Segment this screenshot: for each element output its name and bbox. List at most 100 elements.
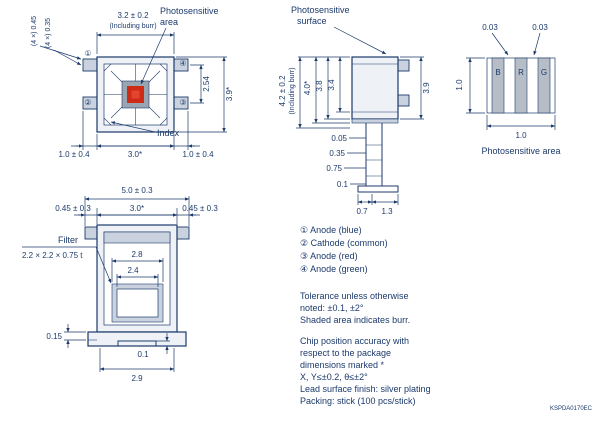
index-label: Index: [157, 128, 180, 138]
side-lead-lower: [397, 94, 410, 107]
note-lead-finish: Lead surface finish: silver plating: [300, 384, 431, 394]
dim-38-label: 3.8: [315, 80, 324, 92]
photosensitive-area-callout: Photosensitive area: [140, 6, 219, 85]
foot-dimensions: 0.7 1.3: [356, 194, 399, 216]
surface-callout: Photosensitive surface: [291, 5, 387, 55]
bond-wires: [110, 70, 161, 119]
dim-40-label: 4.0*: [303, 81, 312, 95]
pin-4-marker: ④: [179, 59, 186, 68]
dim-005-label: 0.05: [331, 134, 347, 143]
note-shaded: Shaded area indicates burr.: [300, 315, 410, 325]
dim-24-label: 2.4: [127, 266, 139, 275]
top-width-dimension: 3.2 ± 0.2 (Including burr): [96, 11, 175, 54]
pin-2-marker: ②: [84, 98, 91, 107]
bottom-lower-dimensions: 0.15 0.1 2.9: [46, 324, 175, 383]
note-packing: Packing: stick (100 pcs/stick): [300, 396, 416, 406]
legend-pin-2: ② Cathode (common): [300, 238, 388, 248]
surface-label-2: surface: [297, 16, 327, 26]
dim-width-label: 3.2 ± 0.2: [117, 11, 149, 20]
side-view: Photosensitive surface 3.4 3.8 4.0* 4.2 …: [278, 5, 431, 216]
window-dimensions: 2.8 2.4: [111, 250, 164, 287]
base-flange: [87, 331, 187, 347]
photosensitive-area-label-1: Photosensitive: [160, 6, 219, 16]
notes: Tolerance unless otherwise noted: ±0.1, …: [300, 291, 431, 406]
note-chip-4: X, Y≤±0.2, θ≤±2°: [300, 372, 368, 382]
index-callout: Index: [110, 121, 180, 138]
document-code: KSPDA0170EC: [550, 406, 593, 412]
dim-13-label: 1.3: [381, 207, 393, 216]
pin-3-marker: ③: [179, 98, 186, 107]
filter-label: Filter: [58, 235, 78, 245]
dim-29-label: 2.9: [131, 374, 143, 383]
lead-size-dimensions: (4 ×) 0.45 (4 ×) 0.35: [31, 16, 82, 66]
side-lead-upper: [397, 59, 410, 72]
dim-total-width-label: 5.0 ± 0.3: [121, 186, 153, 195]
blue-channel-bar: [491, 57, 505, 114]
dim-01-label: 0.1: [337, 180, 349, 189]
bar-b-label: B: [495, 68, 500, 77]
legend-pin-4: ④ Anode (green): [300, 264, 368, 274]
bottom-lead-right: [176, 226, 190, 240]
bottom-view: 5.0 ± 0.3 0.45 ± 0.3 3.0* 0.45 ± 0.3 2.8…: [22, 186, 218, 383]
foot-plate: [357, 185, 399, 193]
dim-gap-right-label: 0.03: [532, 23, 548, 32]
dim-lead-width-label: (4 ×) 0.45: [31, 16, 38, 46]
dim-right-lead-label: 0.45 ± 0.3: [182, 204, 218, 213]
dim-035-label: 0.35: [329, 149, 345, 158]
dim-body-height-label: 3.9*: [225, 87, 234, 101]
pin-legend: ① Anode (blue) ② Cathode (common) ③ Anod…: [300, 225, 388, 274]
dim-075-label: 0.75: [326, 164, 342, 173]
lead-pitch-dimension: 2.54: [190, 64, 211, 104]
dim-width-note: (Including burr): [109, 23, 156, 30]
filter-callout: Filter 2.2 × 2.2 × 0.75 t: [22, 235, 112, 284]
dim-015-label: 0.15: [46, 332, 62, 341]
bottom-lead-left: [84, 226, 98, 240]
dim-pitch-label: 2.54: [202, 76, 211, 92]
base-profile-steps: [366, 144, 382, 177]
dim-lead-left-label: 1.0 ± 0.4: [58, 150, 90, 159]
dim-bottom-01-label: 0.1: [137, 350, 149, 359]
dim-28-label: 2.8: [131, 250, 143, 259]
filter-size-label: 2.2 × 2.2 × 0.75 t: [22, 251, 83, 260]
dim-body-label: 3.0*: [130, 204, 144, 213]
bottom-top-dimensions: 5.0 ± 0.3 0.45 ± 0.3 3.0* 0.45 ± 0.3: [55, 186, 218, 226]
side-height-dimensions: 3.4 3.8 4.0* 4.2 ± 0.2 (Including burr) …: [278, 56, 431, 129]
photosensitive-area-label-2: area: [160, 17, 178, 27]
side-view-internal-lines: [352, 63, 398, 113]
base-detail-dimensions: 0.05 0.35 0.75 0.1: [326, 134, 366, 189]
body-height-dimension: 3.9*: [176, 56, 234, 133]
green-channel-bar: [537, 57, 551, 114]
legend-pin-1: ① Anode (blue): [300, 225, 362, 235]
die-center: [131, 90, 140, 99]
bar-g-label: G: [541, 68, 547, 77]
top-view-bottom-dimensions: 1.0 ± 0.4 3.0* 1.0 ± 0.4: [58, 111, 214, 159]
note-tolerance-1: Tolerance unless otherwise: [300, 291, 409, 301]
dim-area-width-label: 1.0: [515, 131, 527, 140]
dim-lead-right-label: 1.0 ± 0.4: [182, 150, 214, 159]
note-chip-1: Chip position accuracy with: [300, 336, 409, 346]
pin-1-marker: ①: [84, 49, 91, 58]
bottom-view-burr-band: [103, 231, 171, 244]
top-view: ① ② ④ ③ 3.2 ± 0.2 (Including burr) Photo…: [31, 6, 234, 159]
legend-pin-3: ③ Anode (red): [300, 251, 358, 261]
filter-window: [116, 288, 159, 318]
dim-area-height-label: 1.0: [455, 79, 464, 91]
dim-total-height-label: 4.2 ± 0.2: [278, 75, 287, 107]
dim-gap-left-label: 0.03: [482, 23, 498, 32]
note-tolerance-2: noted: ±0.1, ±2°: [300, 303, 364, 313]
dim-total-height-note: (Including burr): [289, 67, 296, 114]
dim-lead-thickness-label: (4 ×) 0.35: [45, 18, 52, 48]
side-view-package-body: [351, 56, 399, 120]
note-chip-3: dimensions marked *: [300, 360, 385, 370]
lead-1: [82, 58, 98, 72]
red-channel-bar: [514, 57, 528, 114]
cavity-corner-chamfers: [103, 63, 168, 126]
dim-07-label: 0.7: [356, 207, 368, 216]
base-profile: [365, 123, 383, 186]
bottom-notch: [117, 340, 157, 346]
dim-left-lead-label: 0.45 ± 0.3: [55, 204, 91, 213]
dim-39-label: 3.9: [422, 82, 431, 94]
bar-r-label: R: [518, 68, 524, 77]
area-detail-caption: Photosensitive area: [481, 146, 560, 156]
